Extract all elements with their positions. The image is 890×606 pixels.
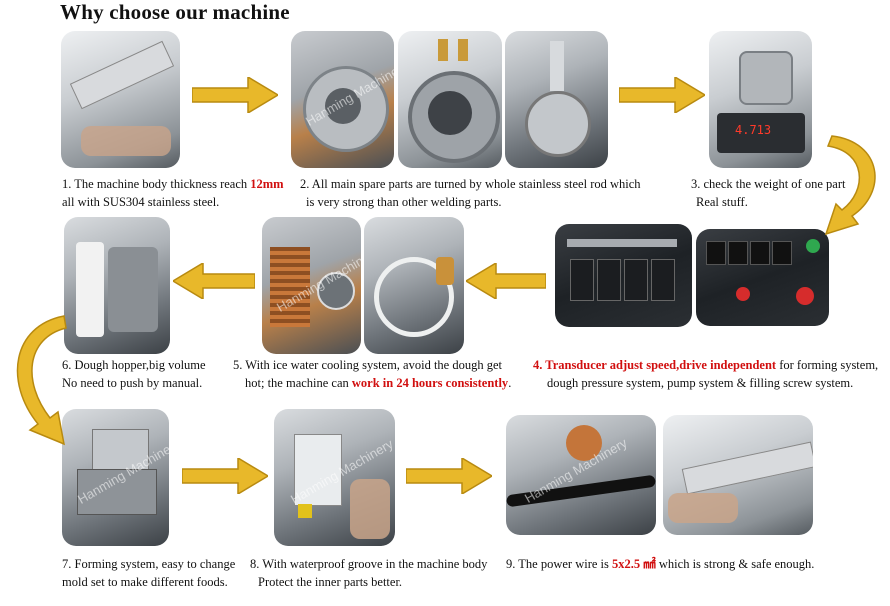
- caption-2: 2. All main spare parts are turned by wh…: [300, 177, 641, 209]
- photo-stainless-part-1: Hanming Machinery: [291, 31, 394, 168]
- caption-9: 9. The power wire is 5x2.5 ㎟ which is st…: [506, 557, 815, 571]
- scale-readout: 4.713: [735, 123, 772, 137]
- arrow-left-2-icon: [173, 263, 255, 299]
- photo-scale-weight: 4.713: [709, 31, 812, 168]
- caption-8: 8. With waterproof groove in the machine…: [250, 557, 488, 589]
- photo-stainless-part-3: [505, 31, 608, 168]
- page-title: Why choose our machine: [60, 0, 290, 24]
- photo-dough-hopper: [64, 217, 170, 354]
- photo-cooling-system-2: [364, 217, 464, 354]
- arrow-curve-left-down-icon: [16, 315, 67, 446]
- arrow-right-4-icon: [406, 458, 492, 494]
- arrow-right-2-icon: [619, 77, 705, 113]
- photo-stainless-part-2: [398, 31, 502, 168]
- caption-4: 4. Transducer adjust speed,drive indepen…: [533, 358, 879, 390]
- caption-1: 1. The machine body thickness reach 12mm…: [62, 177, 284, 209]
- arrow-left-1-icon: [466, 263, 546, 299]
- arrow-right-1-icon: [192, 77, 278, 113]
- arrow-right-3-icon: [182, 458, 268, 494]
- photo-power-wire: Hanming Machinery: [506, 415, 656, 535]
- photo-waterproof-groove: Hanming Machinery: [274, 409, 395, 546]
- caption-7: 7. Forming system, easy to change mold s…: [62, 557, 236, 589]
- caption-6: 6. Dough hopper,big volume No need to pu…: [62, 358, 206, 390]
- photo-cooling-system-1: Hanming Machinery: [262, 217, 361, 354]
- photo-transducer-cabinet: [555, 224, 692, 327]
- caption-5: 5. With ice water cooling system, avoid …: [233, 358, 512, 390]
- caption-3: 3. check the weight of one part Real stu…: [691, 177, 846, 209]
- photo-caliper-body-thickness: [61, 31, 180, 168]
- arrow-curve-right-down-icon: [824, 135, 876, 236]
- photo-wire-caliper: [663, 415, 813, 535]
- photo-control-panel: [696, 229, 829, 326]
- photo-forming-system: Hanming Machinery: [62, 409, 169, 546]
